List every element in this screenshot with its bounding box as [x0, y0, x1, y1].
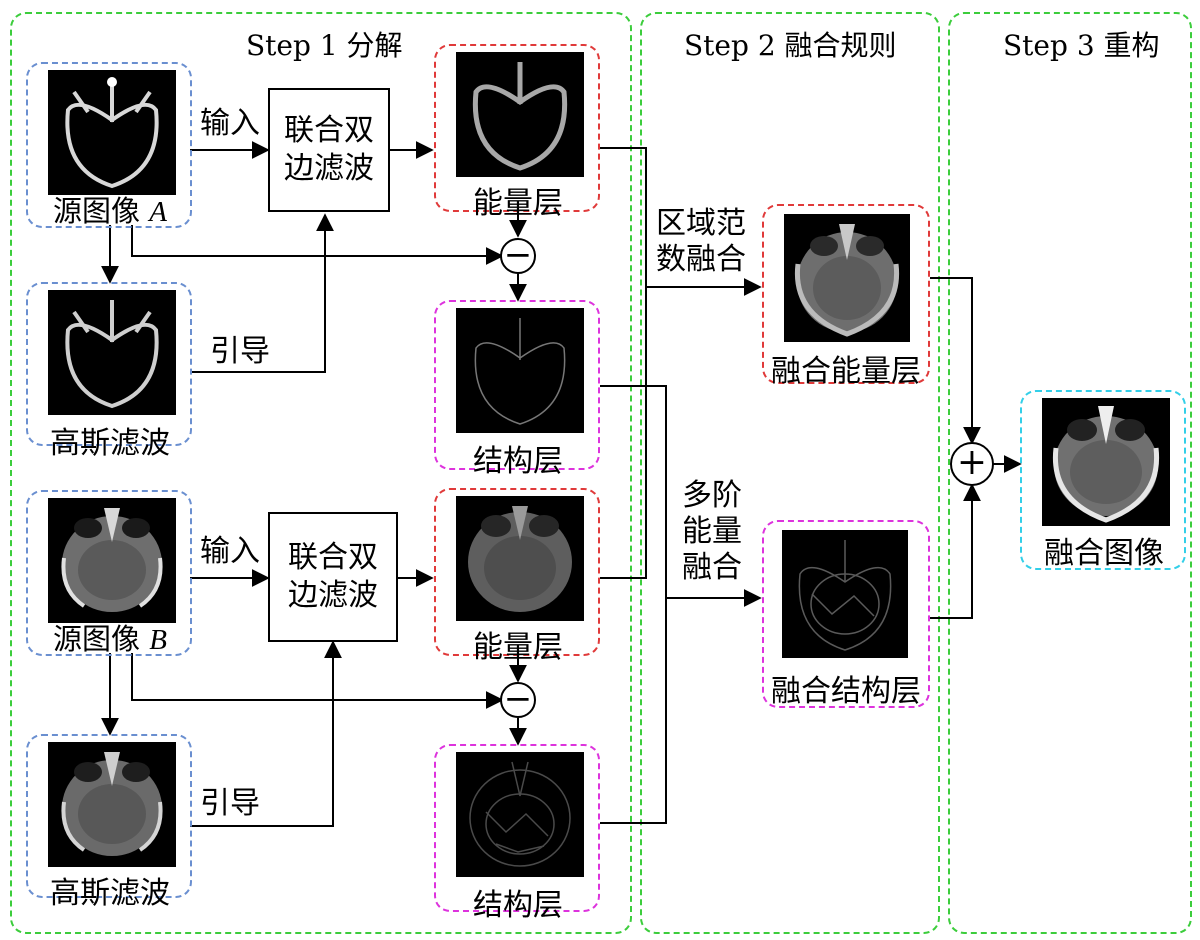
step3-frame — [948, 12, 1192, 934]
structure-layer-b-label: 结构层 — [473, 888, 563, 923]
step2-frame — [640, 12, 940, 934]
source-image-b-box — [26, 490, 192, 656]
fused-image-box — [1020, 390, 1186, 570]
fused-energy-layer-box — [762, 204, 930, 384]
structure-layer-a-box — [434, 300, 600, 470]
fused-energy-layer-label: 融合能量层 — [771, 354, 921, 389]
gaussian-b-thumbnail — [48, 742, 176, 867]
subtract-op-a: − — [503, 235, 533, 275]
structure-layer-a-label: 结构层 — [473, 444, 563, 479]
step1-title: Step 1 分解 — [246, 29, 403, 62]
gaussian-a-thumbnail — [48, 290, 176, 415]
step3-title: Step 3 重构 — [1003, 29, 1160, 62]
fused-structure-layer-box — [762, 520, 930, 708]
fused-energy-layer-thumbnail — [784, 214, 910, 342]
fused-image-thumbnail — [1042, 398, 1170, 526]
gaussian-a-box — [26, 282, 192, 446]
input-label-b: 输入 — [200, 534, 260, 569]
gaussian-b-label: 高斯滤波 — [50, 876, 170, 911]
energy-layer-a-thumbnail — [456, 52, 584, 177]
add-op: + — [956, 442, 988, 483]
multi-order-energy-fusion-label: 多阶能量融合 — [682, 478, 742, 585]
source-image-a-label: 源图像 A — [53, 194, 167, 228]
source-image-a-box — [26, 62, 192, 228]
fused-structure-layer-label: 融合结构层 — [771, 674, 921, 709]
energy-layer-b-box — [434, 488, 600, 656]
gaussian-b-box — [26, 734, 192, 898]
energy-layer-b-thumbnail — [456, 496, 584, 621]
step1-frame — [10, 12, 632, 934]
regional-norm-fusion-label: 区域范数融合 — [656, 206, 746, 277]
source-image-b-thumbnail — [48, 498, 176, 623]
structure-layer-b-box — [434, 744, 600, 912]
subtract-op-b: − — [503, 679, 533, 719]
structure-layer-b-thumbnail — [456, 752, 584, 877]
fused-structure-layer-thumbnail — [782, 530, 908, 658]
source-image-b-label: 源图像 B — [53, 622, 167, 656]
energy-layer-b-label: 能量层 — [473, 630, 563, 665]
energy-layer-a-box — [434, 44, 600, 212]
joint-bilateral-filter-a: 联合双边滤波 — [268, 88, 390, 212]
joint-bilateral-filter-b: 联合双边滤波 — [268, 512, 398, 642]
guide-label-b: 引导 — [200, 786, 260, 821]
input-label-a: 输入 — [200, 106, 260, 141]
guide-label-a: 引导 — [210, 334, 270, 369]
energy-layer-a-label: 能量层 — [473, 186, 563, 221]
gaussian-a-label: 高斯滤波 — [50, 426, 170, 461]
fused-image-label: 融合图像 — [1044, 536, 1164, 571]
source-image-a-thumbnail — [48, 70, 176, 195]
structure-layer-a-thumbnail — [456, 308, 584, 433]
step2-title: Step 2 融合规则 — [684, 29, 897, 62]
